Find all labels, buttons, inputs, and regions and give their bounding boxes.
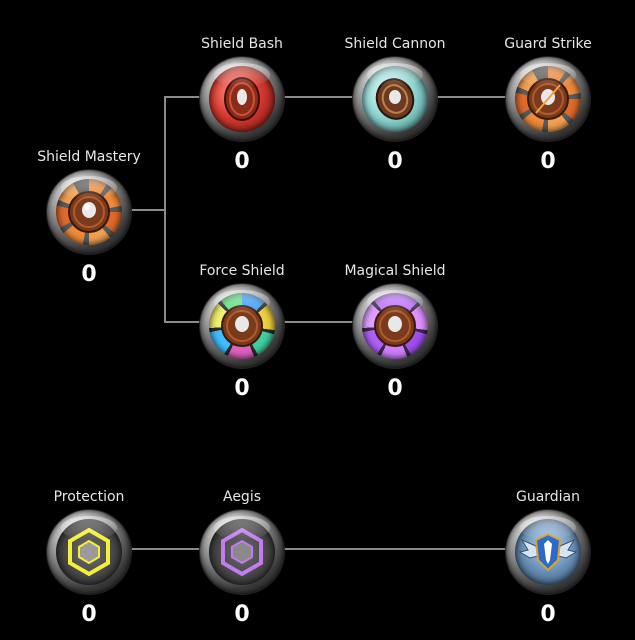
connector-line — [284, 96, 354, 98]
skill-points: 0 — [234, 149, 250, 174]
skill-button[interactable] — [200, 57, 284, 141]
skill-points: 0 — [81, 262, 97, 287]
connector-line — [130, 209, 165, 211]
skill-node-shield-mastery[interactable]: Shield Mastery 0 — [14, 148, 164, 288]
skill-button[interactable] — [506, 510, 590, 594]
skill-node-guard-strike[interactable]: Guard Strike 0 — [473, 35, 623, 175]
skill-name: Shield Mastery — [37, 149, 141, 165]
skill-points: 0 — [81, 602, 97, 627]
skill-name: Shield Cannon — [344, 36, 446, 52]
connector-line — [164, 96, 204, 98]
skill-button[interactable] — [353, 57, 437, 141]
skill-node-shield-bash[interactable]: Shield Bash 0 — [167, 35, 317, 175]
skill-points: 0 — [540, 149, 556, 174]
connector-line — [436, 96, 508, 98]
skill-node-aegis[interactable]: Aegis 0 — [167, 488, 317, 628]
skill-points: 0 — [234, 376, 250, 401]
skill-name: Magical Shield — [344, 263, 446, 279]
teal-shield-cannon-icon — [375, 78, 415, 120]
skill-button[interactable] — [47, 170, 131, 254]
skill-node-magical-shield[interactable]: Magical Shield 0 — [320, 262, 470, 402]
skill-name: Force Shield — [199, 263, 285, 279]
skill-points: 0 — [387, 149, 403, 174]
connector-line — [164, 321, 204, 323]
skill-node-shield-cannon[interactable]: Shield Cannon 0 — [320, 35, 470, 175]
winged-shield-icon — [518, 532, 578, 572]
skill-name: Aegis — [222, 489, 261, 505]
skill-name: Shield Bash — [201, 36, 283, 52]
skill-node-protection[interactable]: Protection 0 — [14, 488, 164, 628]
connector-line — [130, 548, 204, 550]
skill-button[interactable] — [200, 510, 284, 594]
violet-shield-icon — [374, 305, 416, 347]
skill-button[interactable] — [506, 57, 590, 141]
connector-line — [164, 96, 166, 323]
purple-hexagon-icon — [221, 527, 263, 577]
skill-node-force-shield[interactable]: Force Shield 0 — [167, 262, 317, 402]
connector-line — [284, 548, 508, 550]
orange-guard-strike-icon — [527, 78, 569, 120]
skill-node-guardian[interactable]: Guardian 0 — [473, 488, 623, 628]
red-shield-bash-icon — [224, 77, 260, 121]
skill-points: 0 — [540, 602, 556, 627]
skill-points: 0 — [234, 602, 250, 627]
skill-name: Guardian — [515, 489, 581, 505]
skill-name: Guard Strike — [504, 36, 592, 52]
orange-shield-icon — [68, 191, 110, 233]
skill-button[interactable] — [353, 284, 437, 368]
rainbow-shield-icon — [221, 305, 263, 347]
connector-line — [284, 321, 354, 323]
skill-points: 0 — [387, 376, 403, 401]
skill-button[interactable] — [200, 284, 284, 368]
skill-name: Protection — [53, 489, 125, 505]
skill-button[interactable] — [47, 510, 131, 594]
yellow-hexagon-icon — [68, 527, 110, 577]
